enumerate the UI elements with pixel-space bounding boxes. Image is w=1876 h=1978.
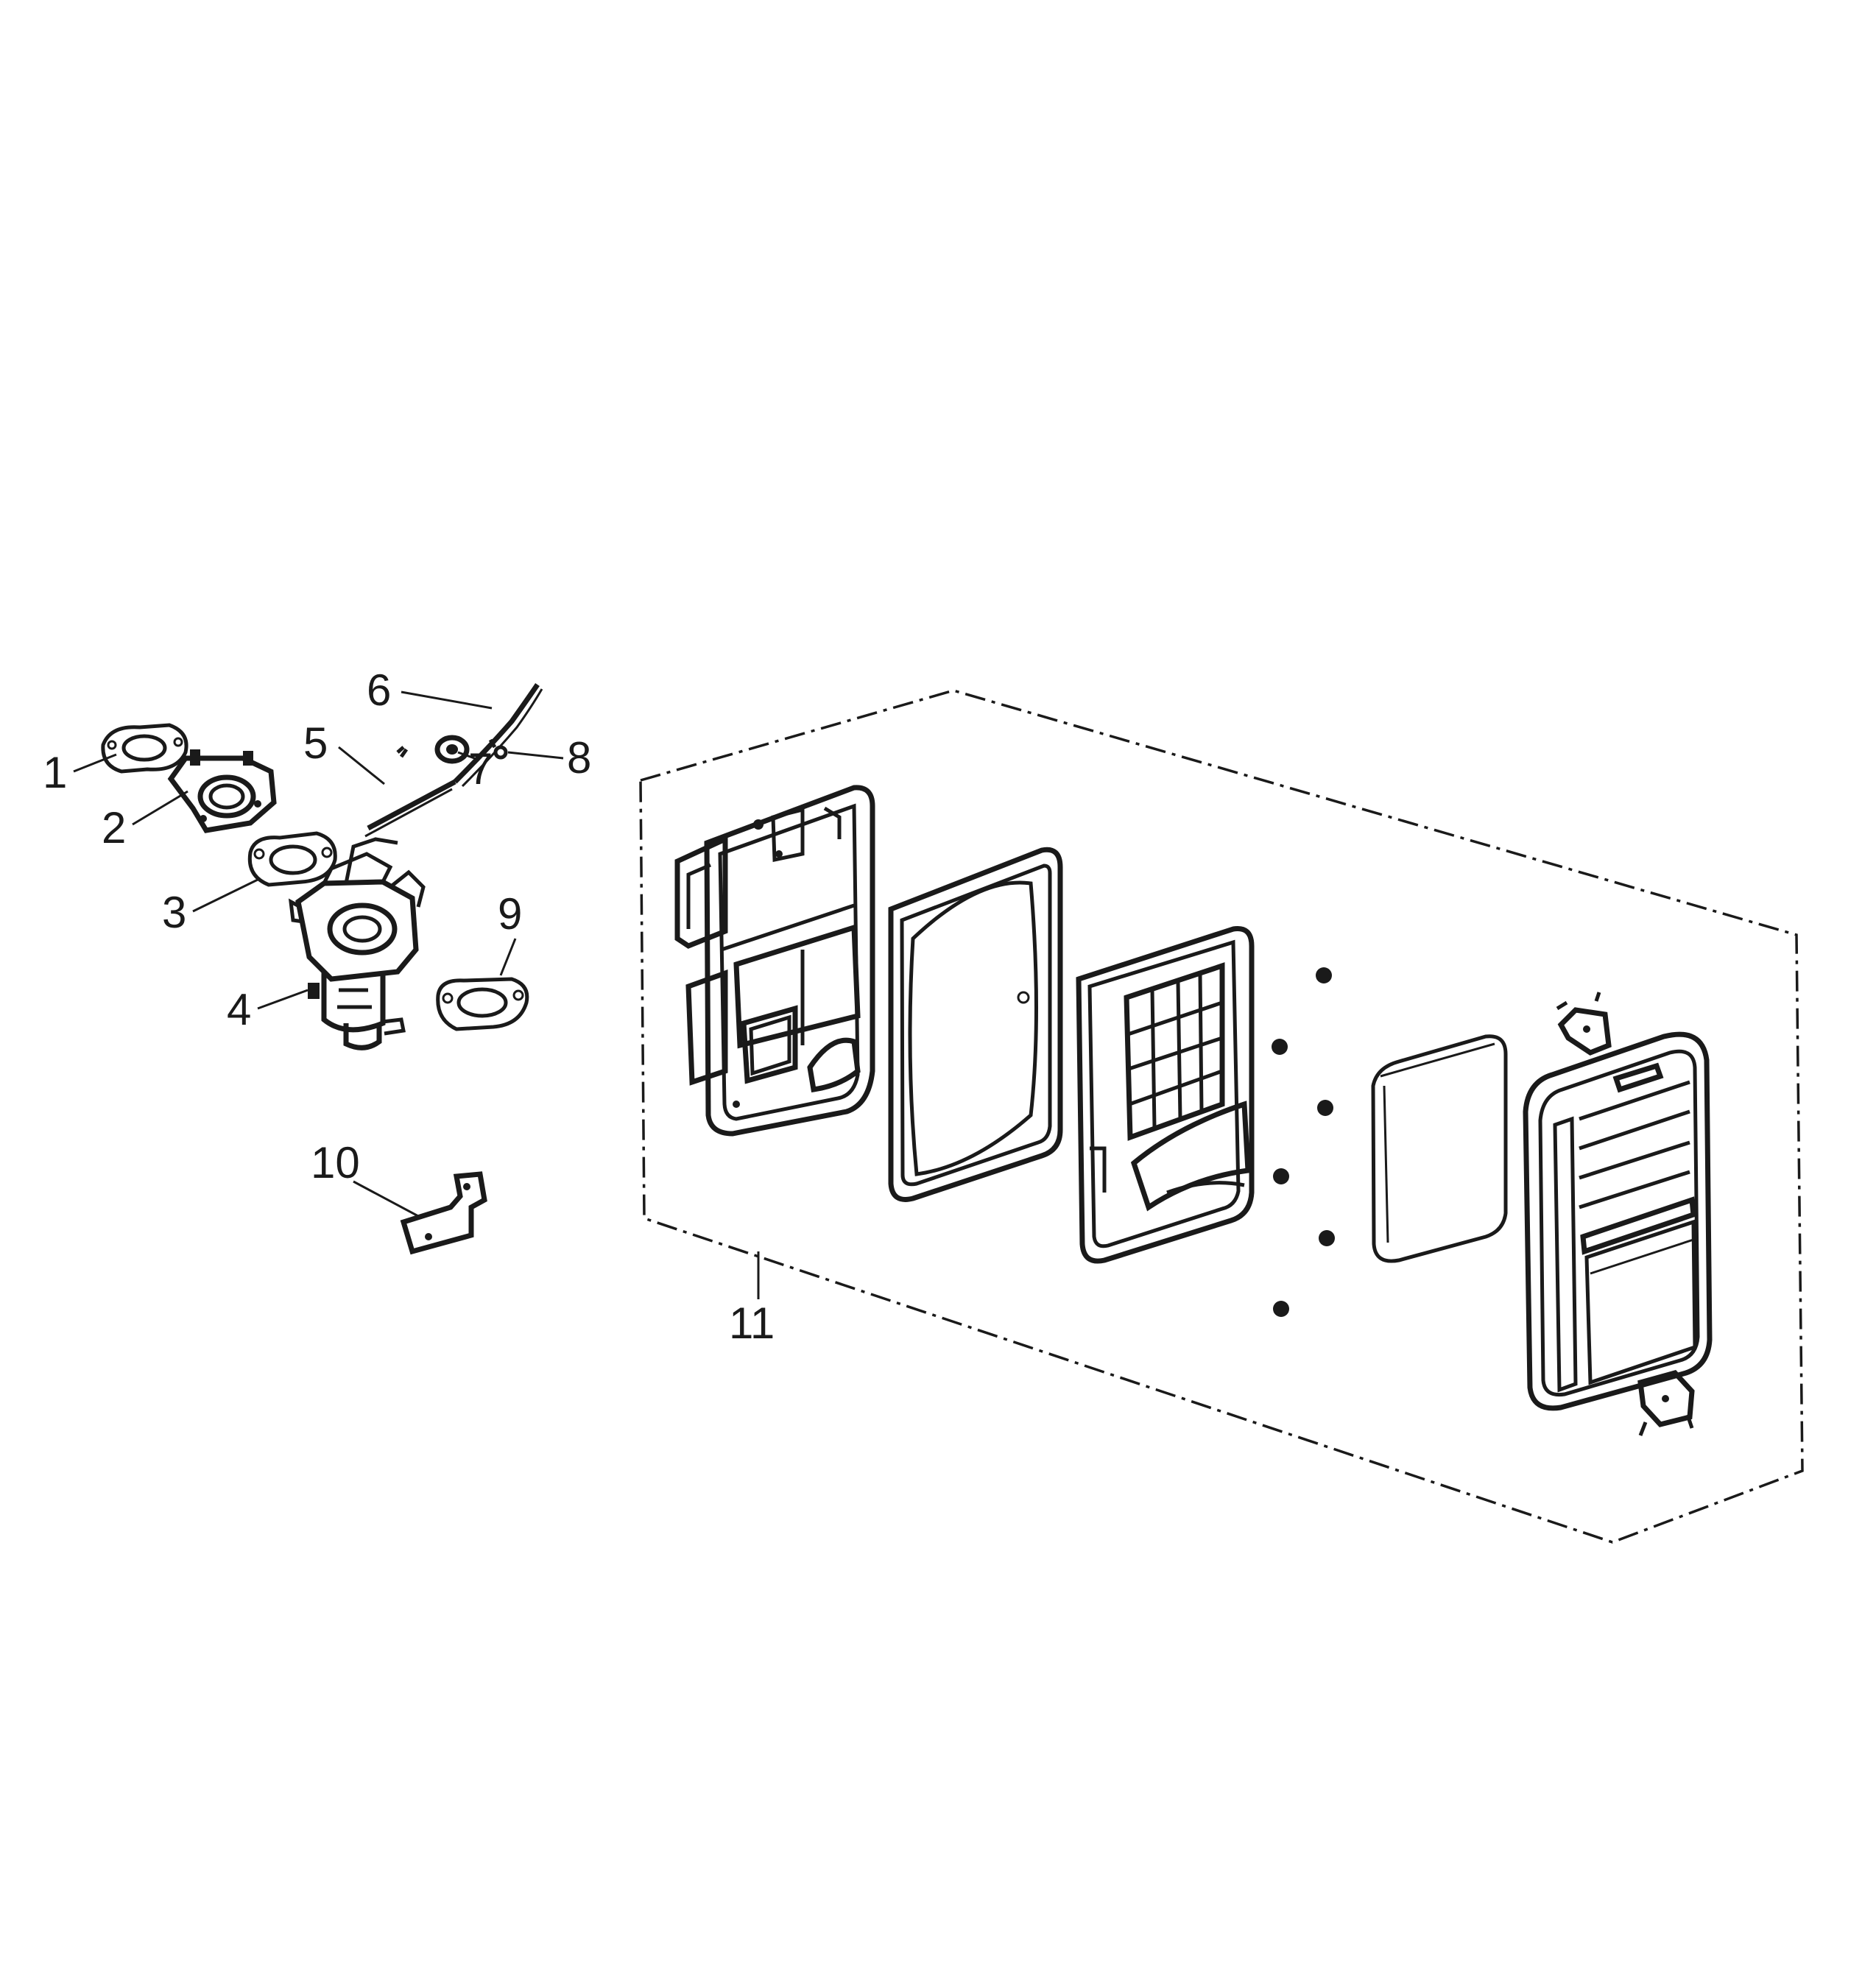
leader-line-4 — [257, 989, 308, 1010]
part-2-insulator — [167, 749, 277, 833]
leader-lines — [73, 690, 760, 1299]
callout-11: 11 — [729, 1299, 775, 1348]
cover-clip-bottom — [1637, 1370, 1695, 1436]
leader-line-9 — [499, 938, 517, 976]
air-cleaner-assembly-boundary — [639, 689, 1804, 1544]
part-7-fitting — [434, 735, 470, 764]
nut-dots — [1272, 967, 1335, 1317]
air-cleaner-gasket — [888, 847, 1063, 1202]
callout-3: 3 — [162, 888, 186, 937]
cover-clip-top — [1556, 992, 1612, 1056]
part-6-breather-tube — [453, 683, 543, 788]
part-10-bracket — [400, 1171, 487, 1255]
part-1-gasket — [101, 723, 188, 774]
leader-line-6 — [401, 690, 493, 710]
callout-1: 1 — [43, 748, 67, 797]
element-holder — [1076, 925, 1255, 1264]
nut-dot-6 — [1273, 1301, 1289, 1317]
foam-filter-element — [1371, 1034, 1508, 1263]
nut-dot-5 — [1319, 1230, 1335, 1246]
leader-line-10 — [353, 1180, 419, 1218]
nut-dot-2 — [1272, 1039, 1288, 1055]
part-9-gasket — [436, 977, 529, 1031]
leader-line-1 — [73, 753, 117, 773]
callout-2: 2 — [102, 803, 126, 852]
leader-line-3 — [192, 878, 258, 913]
nut-dot-4 — [1273, 1168, 1289, 1184]
callout-10: 10 — [311, 1138, 360, 1187]
nut-dot-3 — [1317, 1100, 1333, 1116]
leader-line-8 — [507, 751, 564, 760]
callout-9: 9 — [498, 889, 522, 939]
leader-line-5 — [338, 746, 385, 785]
part-5-fuel-tube — [364, 746, 456, 838]
callout-4: 4 — [227, 985, 251, 1034]
callout-8: 8 — [567, 733, 591, 783]
air-cleaner-cover — [1523, 1031, 1713, 1411]
part-8-clip — [488, 738, 508, 760]
nut-dot-1 — [1316, 967, 1332, 983]
part-4-carburetor — [288, 837, 426, 1050]
callout-6: 6 — [367, 665, 391, 715]
callout-5: 5 — [303, 718, 328, 768]
part-3-gasket — [247, 831, 337, 887]
leader-line-2 — [132, 790, 188, 826]
air-cleaner-base — [674, 785, 875, 1137]
